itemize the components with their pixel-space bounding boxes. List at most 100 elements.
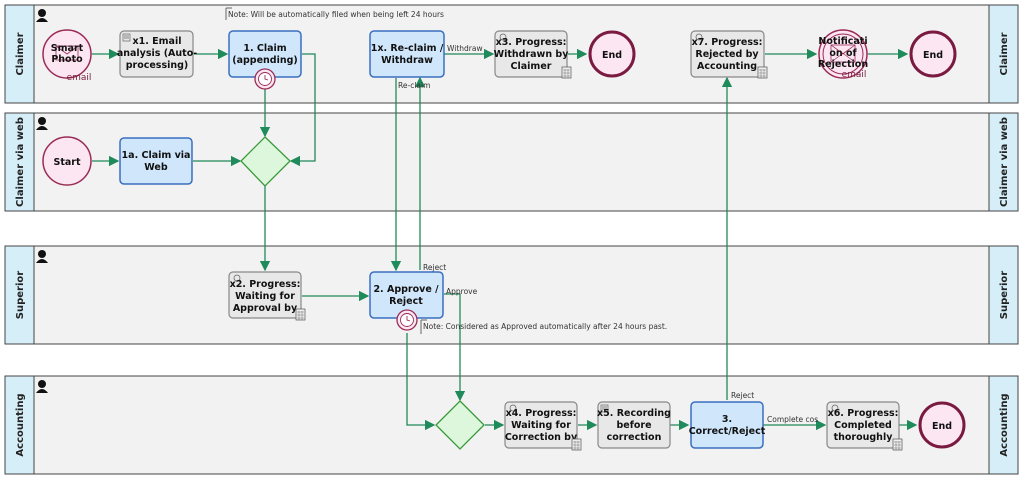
calculator-icon [892,438,903,451]
task-1-claim[interactable]: 1. Claim (appending) [228,30,302,90]
task-x2-line2: Waiting for [235,291,295,302]
lane-label-superior-left: Superior [15,271,26,319]
smart-photo-line2: Photo [51,54,83,65]
flow-label-complete: Complete cos [767,415,818,424]
envelope-icon [830,44,856,63]
lane-superior: Superior Superior [4,245,1019,345]
task-x7-line3: Accounting [697,61,757,72]
task-x7-line1: x7. Progress: [692,37,763,48]
task-x6-completed[interactable]: x6. Progress: Completed thoroughly [826,401,903,451]
task-x5-line3: correction [607,432,662,443]
task-x5-recording[interactable]: x5. Recording before correction [597,401,671,449]
lane-label-claimer-web-right: Claimer via web [999,117,1010,207]
task-1a-line2: Web [144,162,168,173]
person-icon [36,117,48,130]
person-icon [36,9,48,22]
task-x4-waiting-correction[interactable]: x4. Progress: Waiting for Correction by [504,401,582,451]
gear-icon [831,404,839,412]
task-x2-waiting-approval[interactable]: x2. Progress: Waiting for Approval by [228,271,306,321]
task-x1-email-analysis[interactable]: x1. Email analysis (Auto- processing) [117,30,197,78]
gateway-accounting-merge[interactable] [435,400,485,450]
note-claim-text: Note: Will be automatically filed when b… [228,10,444,19]
flow-approve-to-gateway [444,293,466,402]
notify-sub: email [842,70,867,80]
task-x3-line2: Withdrawn by [494,49,570,60]
task-x6-line2: Completed [834,420,892,431]
timer-icon [254,68,276,90]
notify-line2: on of [829,48,857,59]
task-x5-line1: x5. Recording [597,408,671,419]
gear-icon [509,404,517,412]
lane-label-accounting-left: Accounting [15,393,26,456]
task-3-line1: 3. [722,414,732,425]
flow-label-reject-superior: Reject [423,263,446,272]
lane-label-claimer-web-left: Claimer via web [15,117,26,207]
task-x6-line3: thoroughly [834,432,894,443]
task-2-approve-reject[interactable]: 2. Approve / Reject [369,271,444,331]
task-x4-line3: Correction by [505,432,578,443]
task-x6-line1: x6. Progress: [828,408,899,419]
task-3-line2: Correct/Reject [689,426,766,437]
task-2-line2: Reject [389,296,423,307]
person-icon [36,380,48,393]
task-x1-line2: analysis (Auto- [117,48,197,59]
lane-label-claimer-left: Claimer [15,32,26,75]
flow-label-reject-accounting: Reject [731,391,754,400]
start-event-smart-photo[interactable]: Smart Photo email [42,29,92,83]
task-x3-withdrawn[interactable]: x3. Progress: Withdrawn by Claimer [494,30,572,79]
end-accounting-label: End [932,421,952,432]
task-1x-reclaim-withdraw[interactable]: 1x. Re-claim / Withdraw [369,30,445,78]
flow-label-withdraw: Withdraw [447,44,483,53]
smart-photo-sub: email [67,73,92,83]
gear-icon [233,274,241,282]
start-web-label: Start [53,157,80,168]
lane-label-accounting-right: Accounting [999,393,1010,456]
task-x2-line3: Approval by [233,303,298,314]
gear-icon [695,33,703,41]
sequence-flows [92,48,918,431]
end-withdraw-label: End [602,50,622,61]
task-1x-line2: Withdraw [381,55,433,66]
calculator-icon [561,66,572,79]
gateway-claim-merge[interactable] [240,136,291,187]
task-x1-line3: processing) [126,60,189,71]
notify-line3: Rejection [818,59,868,70]
intermediate-event-notify-rejection[interactable]: Notificati on of Rejection email [818,29,868,80]
task-x7-rejected[interactable]: x7. Progress: Rejected by Accounting [690,30,768,79]
envelope-icon [55,45,79,61]
task-2-line1: 2. Approve / [373,284,439,295]
task-1-line1: 1. Claim [243,43,286,54]
end-reject-label: End [923,50,943,61]
task-x4-line2: Waiting for [511,420,571,431]
flow-label-approve: Approve [446,287,478,296]
task-x1-line1: x1. Email [133,36,182,47]
task-3-correct-reject[interactable]: 3. Correct/Reject [689,401,766,449]
end-event-withdraw[interactable]: End [588,30,636,78]
gear-icon [499,33,507,41]
script-icon [122,33,131,42]
task-x7-line2: Rejected by [695,49,759,60]
calculator-icon [757,66,768,79]
task-1-line2: (appending) [232,55,298,66]
calculator-icon [295,308,306,321]
flow-claim-right-gateway [289,53,316,167]
task-1x-line1: 1x. Re-claim / [371,43,444,54]
notify-line1: Notificati [818,36,867,47]
flow-timer-to-gateway [406,333,436,431]
task-1a-line1: 1a. Claim via [122,150,191,161]
note-claim: Note: Will be automatically filed when b… [225,7,444,20]
note-approve-text: Note: Considered as Approved automatical… [423,322,667,331]
end-event-accounting[interactable]: End [918,401,966,449]
person-icon [36,250,48,263]
end-event-reject[interactable]: End [909,30,957,78]
task-x4-line1: x4. Progress: [506,408,577,419]
task-1a-claim-web[interactable]: 1a. Claim via Web [119,137,193,185]
smart-photo-line1: Smart [51,43,84,54]
lane-label-superior-right: Superior [999,271,1010,319]
task-x3-line1: x3. Progress: [496,37,567,48]
task-x3-line3: Claimer [511,61,552,72]
start-event-web[interactable]: Start [42,136,92,186]
timer-icon [396,309,418,331]
script-icon [600,404,609,413]
